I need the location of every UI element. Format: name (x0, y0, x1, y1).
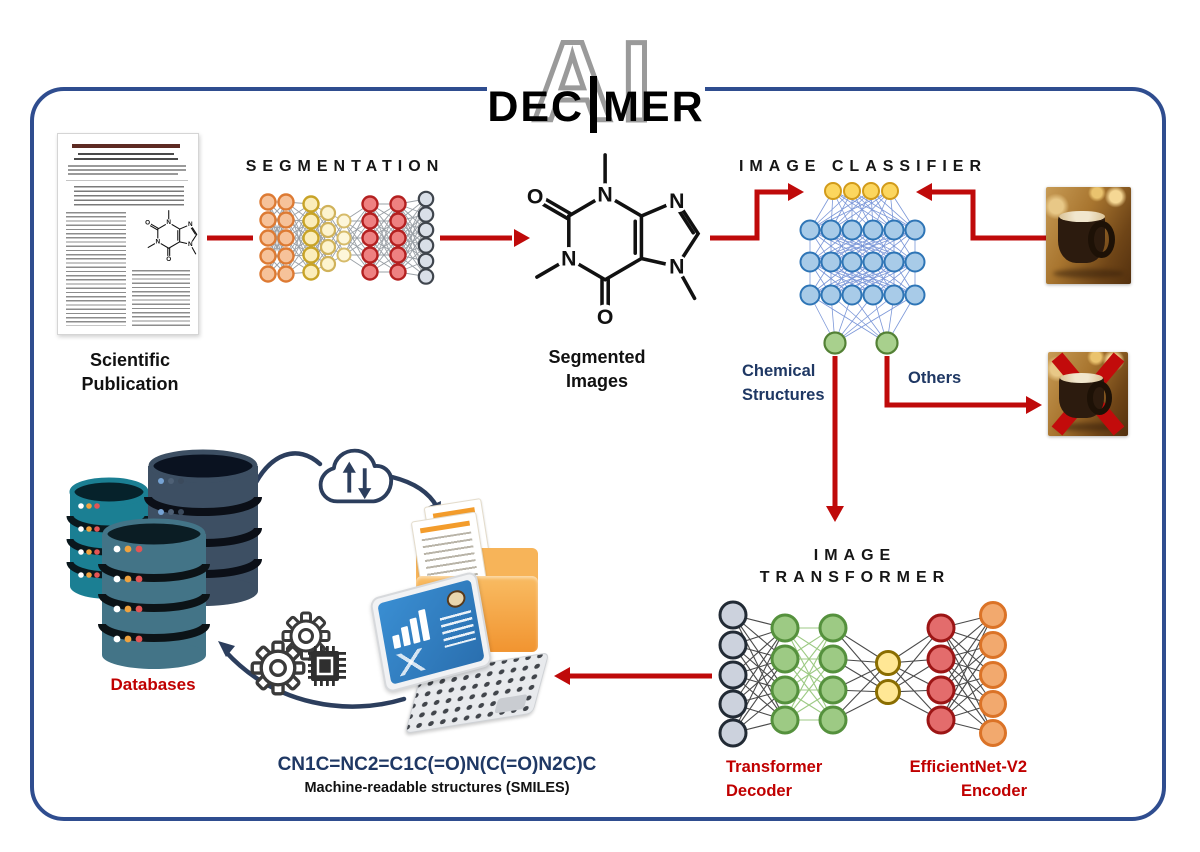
encoder-label-line1: EfficientNet-V2 (909, 758, 1027, 776)
paper-column-left (66, 212, 126, 326)
coffee-top-icon (445, 588, 467, 610)
paper-column-right (132, 270, 190, 326)
coffee-mug (1057, 210, 1115, 263)
paper-affiliation-line (68, 165, 186, 167)
processing-laptop-illustration (369, 496, 550, 734)
paper-affiliation-line (68, 169, 186, 171)
scientific-publication-page (57, 133, 199, 335)
chemical-structures-line2: Structures (742, 385, 825, 404)
bar-chart-icon (389, 608, 431, 650)
screen-text-lines (439, 609, 476, 648)
logo-text-right: MER (603, 83, 705, 131)
transformer-network (718, 600, 1007, 748)
rejected-coffee-cup-photo (1048, 352, 1128, 436)
paper-affiliation-line (68, 173, 178, 175)
molecule-doodle-icon (394, 647, 428, 677)
segmented-structure-image (503, 146, 709, 332)
classifier-title: IMAGE CLASSIFIER (738, 158, 987, 175)
others-label: Others (908, 369, 962, 387)
transformer-title-line1: IMAGE (813, 547, 897, 564)
laptop-screen-content (377, 579, 485, 685)
coffee-cup-photo (1046, 187, 1131, 284)
chemical-structures-label: Chemical Structures (742, 360, 834, 408)
paper-molecule-figure (138, 208, 200, 264)
segmentation-network (259, 190, 435, 285)
database-cylinder-front (98, 518, 210, 669)
logo-text-left: DEC (487, 83, 585, 131)
publication-label: Scientific Publication (65, 348, 195, 397)
logo-i-bar: I (590, 76, 598, 133)
paper-rule (66, 180, 188, 181)
segmented-label: Segmented Images (527, 345, 667, 394)
encoder-label: EfficientNet-V2 Encoder (883, 756, 1027, 804)
paper-author-line (78, 153, 174, 155)
databases-label: Databases (110, 675, 196, 694)
segmented-label-line1: Segmented (548, 347, 646, 367)
classifier-network (799, 182, 926, 355)
decimer-logo: AI DECIMER (487, 16, 705, 134)
chip-icon (308, 646, 346, 686)
processing-icons (250, 611, 346, 696)
publication-label-line1: Scientific (89, 350, 171, 370)
segmentation-title: SEGMENTATION (245, 158, 445, 175)
transformer-title-line2: TRANSFORMER (759, 569, 951, 587)
smiles-string: CN1C=NC2=C1C(=O)N(C(=O)N2C)C (277, 754, 597, 775)
publication-label-line2: Publication (81, 374, 179, 395)
paper-author-line (74, 158, 178, 160)
decoder-label: Transformer Decoder (726, 756, 846, 804)
logo-wordmark: DECIMER (487, 76, 705, 133)
chemical-structures-line1: Chemical (742, 362, 816, 380)
segmented-label-line2: Images (565, 371, 629, 392)
database-icon (66, 449, 262, 669)
decoder-label-line2: Decoder (726, 781, 793, 800)
transformer-title: IMAGE TRANSFORMER (735, 545, 975, 590)
encoder-label-line2: Encoder (960, 781, 1027, 800)
gear-icon (250, 640, 306, 696)
cup-shadow (1052, 268, 1125, 279)
smiles-caption: Machine-readable structures (SMILES) (304, 780, 570, 796)
cup-shadow (1054, 422, 1122, 431)
paper-abstract-block (74, 186, 184, 206)
cloud-sync-icon (318, 448, 394, 504)
gear-icon (281, 611, 331, 661)
decoder-label-line1: Transformer (726, 758, 823, 776)
coffee-mug (1059, 372, 1113, 418)
paper-title-line (72, 144, 180, 148)
